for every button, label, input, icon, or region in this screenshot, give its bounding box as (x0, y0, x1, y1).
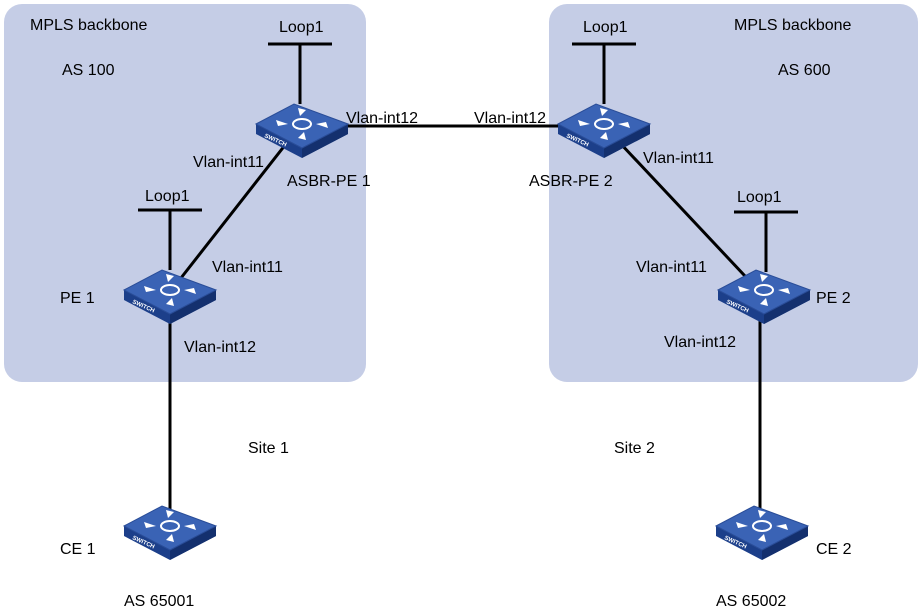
right-area-title: MPLS backbone (734, 17, 852, 34)
iface-pe1-ce1: Vlan-int12 (184, 339, 256, 356)
pe1-loop-label: Loop1 (145, 188, 190, 205)
ce2-switch-icon[interactable]: SWITCH (715, 505, 809, 561)
site2-label: Site 2 (614, 440, 655, 457)
iface-pe1-asbr1: Vlan-int11 (212, 259, 283, 276)
backbone-area-right (549, 4, 918, 382)
iface-asbr1-pe1: Vlan-int11 (193, 154, 264, 171)
pe1-label: PE 1 (60, 290, 95, 307)
iface-asbr2-pe2: Vlan-int11 (643, 150, 714, 167)
iface-pe2-asbr2: Vlan-int11 (636, 259, 707, 276)
asbr-pe2-label: ASBR-PE 2 (529, 173, 613, 190)
link-asbr2-pe2 (602, 124, 762, 294)
site1-label: Site 1 (248, 440, 289, 457)
asbr2-loop-label: Loop1 (583, 19, 628, 36)
right-area-as: AS 600 (778, 62, 831, 79)
iface-pe2-ce2: Vlan-int12 (664, 334, 736, 351)
ce1-label: CE 1 (60, 541, 96, 558)
asbr1-loop-label: Loop1 (279, 19, 324, 36)
ce1-as-label: AS 65001 (124, 593, 194, 610)
link-asbr1-pe1 (168, 125, 302, 293)
left-area-as: AS 100 (62, 62, 115, 79)
ce2-as-label: AS 65002 (716, 593, 786, 610)
iface-asbr2-asbr1: Vlan-int12 (474, 110, 546, 127)
backbone-area-left (4, 4, 366, 382)
left-area-title: MPLS backbone (30, 17, 148, 34)
pe2-loop-label: Loop1 (737, 189, 782, 206)
ce1-switch-icon[interactable]: SWITCH (123, 505, 217, 561)
pe2-label: PE 2 (816, 290, 851, 307)
iface-asbr1-asbr2: Vlan-int12 (346, 110, 418, 127)
asbr-pe1-label: ASBR-PE 1 (287, 173, 371, 190)
ce2-label: CE 2 (816, 541, 852, 558)
